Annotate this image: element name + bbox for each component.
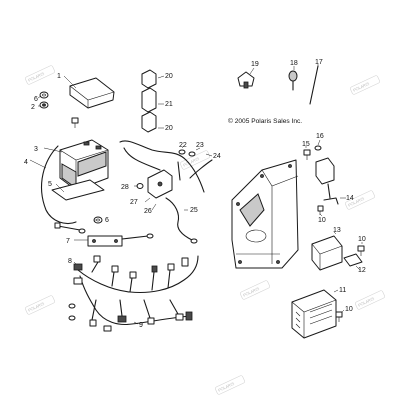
callout-6-top: 6	[34, 96, 38, 103]
callout-6: 6	[105, 217, 109, 224]
relay-wiring: 22 23 24 28 27 26 25	[119, 140, 221, 244]
callout-28: 28	[121, 184, 129, 191]
electrical-mount-plate	[231, 159, 299, 269]
callout-9: 9	[139, 322, 143, 329]
regulator-plate: 12	[343, 253, 366, 274]
mount-bolts: 15 16	[302, 133, 324, 160]
callout-3: 3	[34, 146, 38, 153]
battery-strap: 4	[24, 145, 77, 225]
callout-14: 14	[346, 195, 354, 202]
terminal-bolt	[71, 117, 79, 128]
bottom-bolt: 10	[335, 306, 353, 322]
temperature-switch: 18	[288, 60, 298, 91]
callout-10-top: 10	[318, 217, 326, 224]
rectifier: 11	[291, 287, 346, 339]
callout-5: 5	[48, 181, 52, 188]
svg-text:POLARIS: POLARIS	[27, 71, 45, 83]
battery-pad: 5	[48, 179, 105, 201]
strap-rod	[54, 222, 86, 234]
callout-10-right: 10	[358, 236, 366, 243]
callout-23: 23	[196, 142, 204, 149]
battery-cable: 7	[66, 233, 154, 247]
relay-module	[315, 157, 335, 199]
callout-19: 19	[251, 61, 259, 68]
callout-10-bottom: 10	[345, 306, 353, 313]
callout-20-top: 20	[165, 73, 173, 80]
copyright-notice: © 2005 Polaris Sales Inc.	[228, 117, 302, 125]
callout-21: 21	[165, 101, 173, 108]
callout-1: 1	[57, 73, 61, 80]
wiring-harness: 8 9	[68, 255, 199, 332]
callout-27: 27	[130, 199, 138, 206]
callout-2: 2	[31, 104, 35, 111]
callout-12: 12	[358, 267, 366, 274]
voltage-regulator: 13	[311, 227, 343, 271]
callout-24: 24	[213, 153, 221, 160]
callout-7: 7	[66, 238, 70, 245]
callout-25: 25	[190, 207, 198, 214]
callout-15: 15	[302, 141, 310, 148]
callout-26: 26	[144, 208, 152, 215]
regulator-bracket: 14 10	[317, 195, 354, 224]
callout-13: 13	[333, 227, 341, 234]
lower-washer: 6	[93, 216, 109, 224]
right-bolt: 10	[357, 236, 366, 256]
probe-rod: 17	[309, 59, 323, 105]
callout-22: 22	[179, 142, 187, 149]
callout-11: 11	[339, 287, 346, 294]
callout-17: 17	[315, 59, 323, 66]
callout-8: 8	[68, 258, 72, 265]
callout-20: 20	[165, 125, 173, 132]
retainer-clip: 2	[31, 101, 49, 111]
svg-text:POLARIS: POLARIS	[352, 81, 370, 93]
sensor: 19	[237, 61, 259, 89]
callout-4: 4	[24, 159, 28, 166]
brackets: 20 21 20	[141, 69, 173, 133]
battery-cover-pad: 1	[57, 73, 115, 109]
callout-16: 16	[316, 133, 324, 140]
callout-18: 18	[290, 60, 298, 67]
battery: 3	[34, 139, 109, 191]
battery-washer: 6	[34, 91, 49, 103]
